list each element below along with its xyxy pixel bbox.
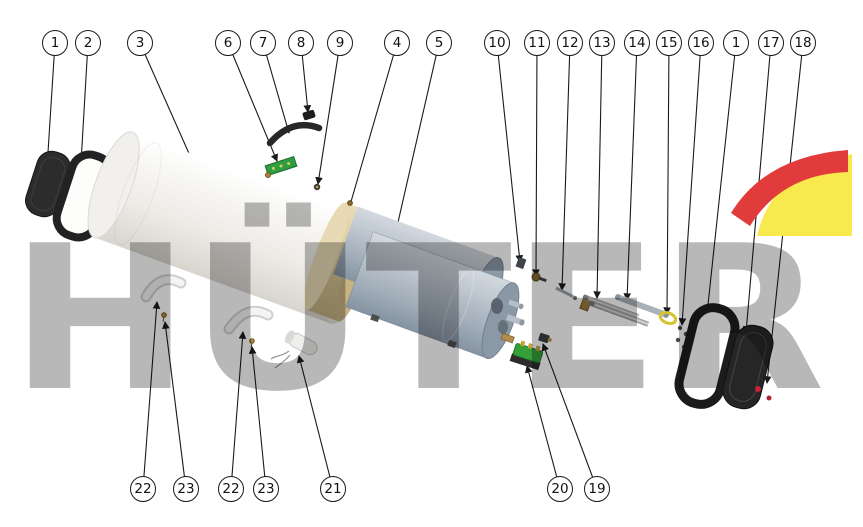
callout-21: 21 bbox=[320, 476, 346, 502]
right-frame-ring bbox=[674, 303, 740, 409]
indicator-bits bbox=[755, 386, 772, 401]
callout-3: 3 bbox=[127, 30, 153, 56]
callout-22b: 22 bbox=[218, 476, 244, 502]
brand-watermark: HÜTER bbox=[10, 202, 825, 436]
grommet bbox=[302, 109, 316, 121]
capillary-pin bbox=[555, 286, 577, 300]
callout-15: 15 bbox=[656, 30, 682, 56]
brass-fitting bbox=[500, 332, 515, 344]
callout-11: 11 bbox=[524, 30, 550, 56]
callout-17: 17 bbox=[758, 30, 784, 56]
heating-element bbox=[579, 294, 650, 327]
terminal-block bbox=[509, 340, 544, 371]
capacitor bbox=[270, 330, 318, 369]
callout-1b: 1 bbox=[723, 30, 749, 56]
callout-20: 20 bbox=[547, 476, 573, 502]
callout-4: 4 bbox=[384, 30, 410, 56]
flag-yellow bbox=[757, 154, 852, 236]
callout-13: 13 bbox=[589, 30, 615, 56]
thermostat-part bbox=[515, 256, 527, 270]
yellow-gasket bbox=[658, 311, 678, 325]
callout-10: 10 bbox=[484, 30, 510, 56]
white-trim bbox=[223, 305, 274, 335]
callout-6: 6 bbox=[215, 30, 241, 56]
callout-22: 22 bbox=[130, 476, 156, 502]
pcb-screw bbox=[265, 172, 271, 178]
callout-18: 18 bbox=[790, 30, 816, 56]
pcb-module bbox=[264, 155, 298, 177]
callout-23: 23 bbox=[173, 476, 199, 502]
callout-1: 1 bbox=[42, 30, 68, 56]
callout-14: 14 bbox=[624, 30, 650, 56]
callout-2: 2 bbox=[75, 30, 101, 56]
callout-12: 12 bbox=[557, 30, 583, 56]
callout-8: 8 bbox=[288, 30, 314, 56]
flag-red bbox=[731, 150, 848, 226]
callout-16: 16 bbox=[688, 30, 714, 56]
curved-trim-bar bbox=[266, 121, 323, 147]
callout-7: 7 bbox=[250, 30, 276, 56]
callout-19: 19 bbox=[584, 476, 610, 502]
trim-screw bbox=[161, 312, 167, 323]
bracket bbox=[538, 332, 552, 344]
white-trim bbox=[140, 274, 187, 303]
tank-mount-tab bbox=[370, 313, 380, 323]
brand-flag bbox=[731, 150, 852, 236]
callout-5: 5 bbox=[426, 30, 452, 56]
small-fastener bbox=[313, 183, 353, 206]
callout-9: 9 bbox=[327, 30, 353, 56]
thermostat-sensor bbox=[531, 272, 547, 283]
trim-screw bbox=[249, 338, 255, 349]
tank-ports bbox=[491, 298, 525, 344]
tank-mount-tab bbox=[447, 339, 457, 349]
callout-23b: 23 bbox=[253, 476, 279, 502]
